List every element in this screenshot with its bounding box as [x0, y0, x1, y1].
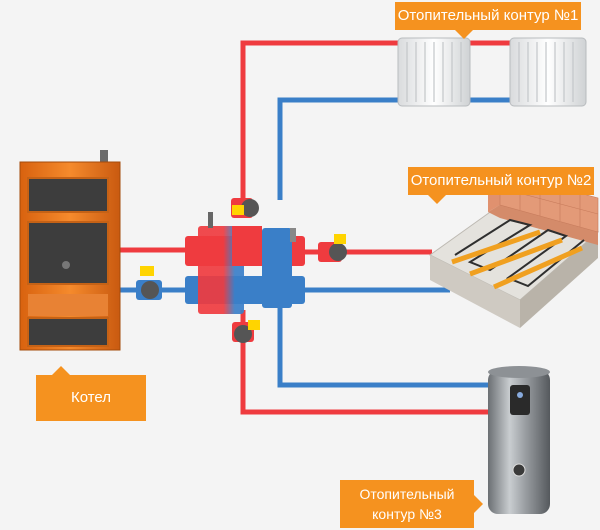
- radiator-2: [509, 37, 587, 107]
- return-pipe-contour-1: [277, 97, 400, 200]
- pump-contour-1: [231, 198, 259, 218]
- radiator-1: [397, 37, 471, 107]
- callout-heating-contour-3: Отопительный контур №3: [340, 480, 483, 528]
- return-pipe-contour-3: [277, 305, 495, 388]
- underfloor-heating: [429, 171, 600, 328]
- hot-pipe-contour-3: [240, 310, 495, 415]
- callout-heating-contour-2-text: Отопительный контур №2: [410, 172, 592, 189]
- callout-heating-contour-3-line1: Отопительный: [359, 486, 455, 502]
- hydraulic-manifold: [185, 212, 305, 314]
- hot-pipe-contour-1: [240, 40, 400, 205]
- callout-boiler-text: Котел: [70, 389, 112, 406]
- callout-heating-contour-2: Отопительный контур №2: [408, 167, 594, 204]
- pump-contour-3: [232, 320, 260, 343]
- callout-heating-contour-3-line2: контур №3: [372, 506, 442, 522]
- hot-water-tank: [488, 366, 550, 514]
- pump-boiler: [136, 266, 162, 300]
- callout-heating-contour-1: Отопительный контур №1: [395, 2, 581, 39]
- return-pipes: [118, 97, 512, 388]
- callout-heating-contour-1-text: Отопительный контур №1: [397, 7, 579, 24]
- callout-boiler: Котел: [36, 366, 146, 421]
- pump-contour-2: [318, 234, 347, 262]
- boiler: [19, 150, 121, 351]
